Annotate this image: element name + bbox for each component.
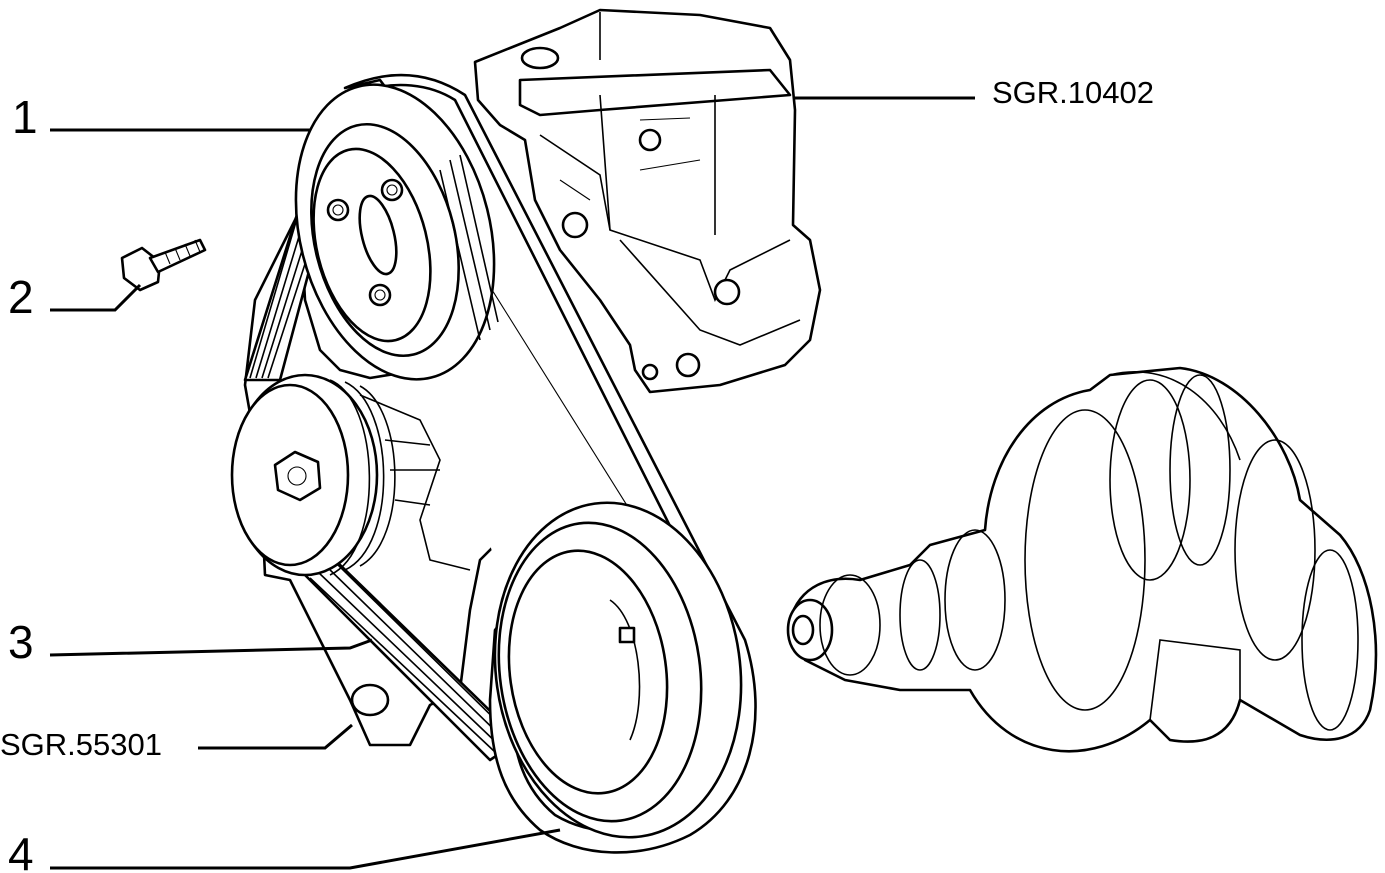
crankshaft-pulley [493,501,743,839]
callout-1: 1 [12,91,38,143]
callout-4: 4 [8,828,34,873]
power-steering-pump [473,8,822,394]
crankshaft [786,366,1378,753]
callout-sgr55301: SGR.55301 [0,727,162,762]
callout-3: 3 [8,616,34,668]
callout-sgr10402: SGR.10402 [992,75,1154,110]
leader-3 [49,638,373,657]
leader-4 [50,828,561,870]
leader-2 [50,283,142,312]
upper-pulley [294,83,499,381]
leader-lines [49,96,975,870]
bolt [120,238,207,292]
callout-2: 2 [8,271,34,323]
idler-pulley [230,373,396,577]
leader-sgr55301 [198,723,353,750]
